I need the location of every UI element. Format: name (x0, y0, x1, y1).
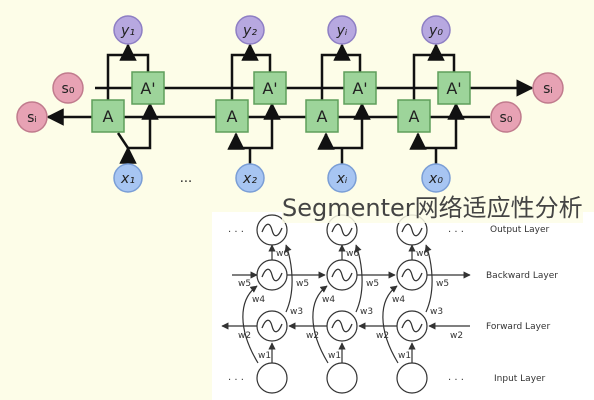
forward-cell-1-label: A (103, 107, 114, 126)
weight-w6-2: w6 (346, 249, 359, 259)
state-node-right-lower-label: s₀ (500, 110, 513, 126)
weight-w2-1: w2 (238, 331, 251, 341)
top-column-3 (317, 43, 371, 165)
state-node-right-upper-label: sᵢ (543, 81, 553, 97)
weight-w1-3: w1 (398, 351, 411, 361)
weight-w3-1: w3 (290, 307, 303, 317)
backward-cell-4: A' (437, 71, 471, 105)
backward-cell-3-label: A' (352, 79, 367, 98)
weight-w5-1: w5 (238, 279, 251, 289)
state-node-left-lower: sᵢ (16, 101, 48, 133)
output-node-1-label: y₁ (120, 23, 135, 39)
forward-cell-3-label: A (317, 107, 328, 126)
state-node-right-lower: s₀ (490, 101, 522, 133)
weight-w5-2: w5 (296, 279, 309, 289)
caption-title: Segmenter网络适应性分析 (282, 193, 583, 223)
input-neuron-3 (396, 362, 428, 394)
bottom-brnn-diagram: . . . . . . . . . . . . (212, 212, 594, 400)
backward-neuron-3 (396, 259, 428, 291)
layer-label-forward: Forward Layer (486, 322, 550, 332)
top-rnn-diagram: y₁ y₂ yᵢ y₀ A' A' A' A' (0, 0, 594, 195)
state-node-right-upper: sᵢ (532, 72, 564, 104)
backward-neuron-2 (326, 259, 358, 291)
backward-neuron-1 (256, 259, 288, 291)
input-node-2-label: x₂ (242, 171, 257, 187)
weight-w5-4: w5 (436, 279, 449, 289)
layer-label-output: Output Layer (490, 225, 550, 235)
bottom-column-1 (242, 244, 293, 364)
weight-w4-2: w4 (322, 295, 335, 305)
backward-cell-1: A' (131, 71, 165, 105)
backward-cell-3: A' (343, 71, 377, 105)
forward-neuron-1 (256, 310, 288, 342)
weight-w3-2: w3 (360, 307, 373, 317)
forward-neuron-2 (326, 310, 358, 342)
output-node-1: y₁ (113, 15, 143, 45)
input-node-3: xᵢ (327, 163, 357, 193)
output-node-3-label: yᵢ (336, 23, 348, 39)
backward-cell-2: A' (253, 71, 287, 105)
dots-input-left: . . . (228, 372, 244, 383)
backward-cell-1-label: A' (140, 79, 155, 98)
state-node-left-upper-label: s₀ (62, 81, 75, 97)
weight-w1-2: w1 (328, 351, 341, 361)
forward-cell-3: A (305, 99, 339, 133)
input-node-1: x₁ (113, 163, 143, 193)
top-column-4 (409, 43, 465, 165)
input-node-2: x₂ (235, 163, 265, 193)
ellipsis: ... (180, 171, 192, 186)
dots-output-right: . . . (448, 224, 464, 235)
state-node-left-upper: s₀ (52, 72, 84, 104)
input-node-4-label: x₀ (428, 171, 443, 187)
input-node-4: x₀ (421, 163, 451, 193)
weight-w4-1: w4 (252, 295, 265, 305)
layer-label-backward: Backward Layer (486, 271, 558, 281)
weight-w5-3: w5 (366, 279, 379, 289)
forward-cell-2-label: A (227, 107, 238, 126)
dots-output-left: . . . (228, 224, 244, 235)
weight-w3-3: w3 (430, 307, 443, 317)
output-node-2-label: y₂ (242, 23, 257, 39)
dots-input-right: . . . (448, 372, 464, 383)
weight-w2-2: w2 (306, 331, 319, 341)
input-neuron-1 (256, 362, 288, 394)
forward-cell-1: A (91, 99, 125, 133)
output-node-4-label: y₀ (428, 23, 443, 39)
input-neuron-2 (326, 362, 358, 394)
output-node-2: y₂ (235, 15, 265, 45)
bottom-column-2 (312, 244, 363, 364)
input-node-3-label: xᵢ (336, 171, 348, 187)
weight-w6-1: w6 (276, 249, 289, 259)
weight-w6-3: w6 (416, 249, 429, 259)
layer-label-input: Input Layer (494, 374, 546, 384)
input-node-1-label: x₁ (120, 171, 135, 187)
bottom-column-3 (382, 244, 433, 364)
output-node-4: y₀ (421, 15, 451, 45)
state-node-left-lower-label: sᵢ (27, 110, 37, 126)
forward-cell-4: A (397, 99, 431, 133)
output-neuron-1 (256, 214, 288, 246)
backward-cell-2-label: A' (262, 79, 277, 98)
top-column-1 (106, 43, 159, 165)
forward-cell-2: A (215, 99, 249, 133)
output-node-3: yᵢ (327, 15, 357, 45)
weight-w1-1: w1 (258, 351, 271, 361)
backward-cell-4-label: A' (446, 79, 461, 98)
forward-neuron-3 (396, 310, 428, 342)
top-column-2 (227, 43, 281, 165)
forward-cell-4-label: A (409, 107, 420, 126)
weight-w2-3: w2 (376, 331, 389, 341)
weight-w2-4: w2 (450, 331, 463, 341)
weight-w4-3: w4 (392, 295, 405, 305)
